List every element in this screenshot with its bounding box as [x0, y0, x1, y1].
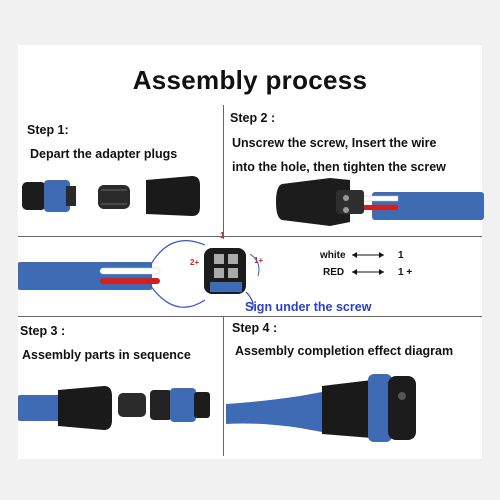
terminal-right-label: 1+	[254, 256, 264, 265]
step4-label: Step 4 :	[232, 321, 278, 335]
legend-red-label: RED	[323, 267, 345, 278]
legend-white-label: white	[320, 250, 346, 261]
step3-assembly	[18, 386, 210, 430]
step3-desc: Assembly parts in sequence	[22, 348, 191, 362]
terminal-top-label: 1	[220, 231, 225, 240]
step1-label: Step 1:	[27, 123, 69, 137]
white-wire	[99, 267, 161, 275]
wiring-cable-sheath	[18, 262, 152, 290]
step4-cable	[226, 392, 322, 432]
page-title: Assembly process	[132, 65, 368, 95]
step2-label: Step 2 :	[230, 111, 276, 125]
legend-white-target: 1	[398, 250, 404, 261]
step4-blue-ring	[368, 374, 392, 442]
step3-blue-ring	[170, 388, 196, 422]
step4-desc: Assembly completion effect diagram	[235, 344, 454, 358]
step4-completed	[226, 374, 416, 442]
step1-blue-ring	[44, 180, 70, 212]
wire-arrow-bottom	[149, 284, 206, 308]
wire-arrow-top	[149, 240, 206, 267]
step3-label: Step 3 :	[20, 324, 66, 338]
step3-housing	[58, 386, 112, 430]
step1-ring-edge	[66, 186, 76, 206]
step3-plug-face	[194, 392, 210, 418]
divider-bottom	[223, 316, 224, 456]
note-pointer	[245, 291, 254, 311]
step1-clamp	[98, 185, 130, 209]
step4-plug-face	[388, 376, 416, 440]
divider-upper	[18, 236, 482, 237]
step2-cable	[372, 192, 484, 220]
step3-insert	[150, 390, 172, 420]
legend-red-target: 1 +	[398, 267, 413, 278]
legend-arrows	[352, 252, 384, 275]
step3-clamp	[118, 393, 146, 417]
divider-top	[223, 105, 224, 239]
step1-plug-body	[22, 182, 46, 210]
step2-desc-line1: Unscrew the screw, Insert the wire	[232, 136, 437, 150]
step2-connector	[276, 178, 484, 226]
terminal-left-label: 2+	[190, 258, 200, 267]
step3-cable	[18, 395, 60, 421]
divider-lower	[18, 316, 482, 317]
sign-under-screw-note: Sign under the screw	[245, 300, 372, 314]
step1-desc: Depart the adapter plugs	[30, 147, 178, 161]
step4-housing	[322, 380, 372, 438]
step2-housing	[276, 178, 350, 226]
red-wire	[100, 278, 160, 284]
step2-desc-line2: into the hole, then tighten the screw	[232, 160, 446, 174]
wiring-cable	[18, 240, 260, 311]
step1-plug-parts	[22, 176, 200, 216]
step1-housing	[146, 176, 200, 216]
